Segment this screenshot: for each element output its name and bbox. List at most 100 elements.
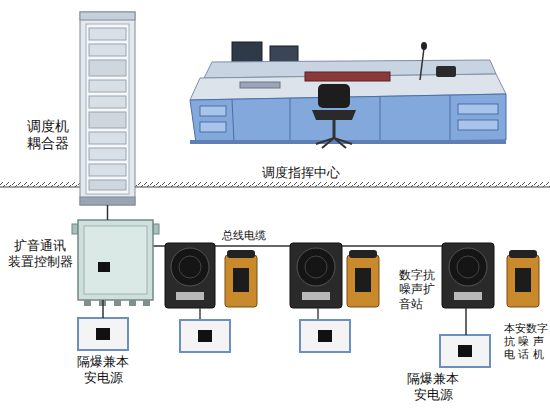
controller-node: 扩音通讯 装置控制器 — [78, 220, 153, 300]
cabinet-node: 调度机 耦合器 — [80, 12, 135, 205]
rack-module — [89, 164, 126, 176]
phone-keypad — [515, 268, 531, 292]
keyboard — [240, 82, 280, 88]
power-supply-symbol — [180, 320, 230, 352]
controller-box — [78, 220, 153, 300]
phone-keypad — [355, 268, 371, 292]
cabinet-top — [80, 12, 135, 20]
node-caption: 数字抗 噪声扩 音站 — [399, 268, 441, 311]
connector-line — [102, 300, 104, 318]
rack-module — [89, 132, 126, 144]
power-box — [300, 320, 350, 352]
drawer — [200, 106, 226, 116]
cabinet-frame — [86, 24, 129, 194]
phone-symbol — [225, 250, 257, 307]
power-supply-symbol — [440, 335, 490, 367]
power-box — [440, 335, 490, 367]
chair-stem — [333, 120, 336, 138]
speaker-grille — [179, 256, 201, 278]
microphone-head — [421, 42, 427, 50]
mount-ear — [153, 224, 159, 234]
chair-seat — [312, 110, 356, 120]
phone-symbol — [507, 250, 539, 307]
speaker-grille — [305, 256, 327, 278]
drawer — [200, 122, 226, 132]
speaker-symbol — [165, 243, 215, 308]
supply-wire — [199, 308, 201, 320]
rack-module — [89, 80, 126, 92]
rack-module — [89, 44, 126, 56]
control-panel — [305, 72, 390, 81]
power-supply-node: 隔爆兼本 安电源 — [78, 318, 128, 350]
speaker-box — [165, 243, 215, 308]
power-supply-symbol — [78, 318, 128, 350]
name-plate — [454, 292, 482, 300]
node-caption: 调度机 耦合器 — [22, 118, 74, 152]
node-caption: 隔爆兼本 安电源 — [68, 354, 138, 385]
phone-symbol — [347, 250, 379, 307]
rack-module — [89, 180, 126, 190]
speaker-symbol — [442, 243, 494, 308]
phone-body — [507, 255, 539, 307]
cable-gland — [143, 300, 150, 306]
node-caption: 隔爆兼本 安电源 — [398, 371, 468, 402]
phone-handset — [349, 250, 377, 258]
cabinet-base — [80, 197, 135, 205]
panel-divider — [232, 99, 234, 142]
chair-base — [316, 138, 352, 148]
phone-body — [225, 255, 257, 307]
speaker-node: 数字抗 噪声扩 音站 — [442, 243, 494, 308]
panel-divider — [450, 95, 451, 140]
rack-module — [89, 96, 126, 108]
speaker-grille — [171, 248, 209, 286]
supply-wire — [317, 308, 319, 320]
speaker-box — [442, 243, 494, 308]
power-supply-symbol — [300, 320, 350, 352]
name-plate — [176, 292, 204, 300]
name-plate — [302, 292, 330, 300]
rack-module — [89, 148, 126, 160]
controller-symbol — [72, 220, 159, 306]
speaker-symbol — [290, 243, 342, 308]
connector-line — [465, 308, 467, 335]
power-window — [96, 328, 110, 340]
rack-module — [89, 112, 126, 128]
cable-gland — [84, 300, 91, 306]
phone-body — [347, 255, 379, 307]
speaker-box — [290, 243, 342, 308]
phone-handset — [509, 250, 537, 258]
microphone-stem — [420, 48, 424, 80]
power-window — [318, 330, 332, 342]
power-box — [180, 320, 230, 352]
panel-divider — [380, 96, 381, 141]
panel-divider — [290, 98, 291, 141]
cable-gland — [99, 300, 106, 306]
power-window — [458, 345, 472, 357]
cable-gland — [129, 300, 136, 306]
connector-line — [107, 205, 109, 220]
speaker-grille — [297, 248, 335, 286]
drawer — [458, 104, 498, 114]
drawer — [458, 120, 498, 130]
area-label: 调度指挥中心 — [262, 165, 340, 181]
cabinet-body — [80, 12, 135, 205]
phone-node: 本安数字 抗 噪 声 电 话 机 — [507, 250, 539, 307]
cable-label: 总线电缆 — [222, 229, 266, 242]
speaker-grille — [457, 256, 479, 278]
node-caption: 本安数字 抗 噪 声 电 话 机 — [504, 322, 550, 362]
speaker-grille — [449, 248, 487, 286]
console-symbol — [190, 42, 506, 148]
power-window — [198, 330, 212, 342]
cabinet-symbol — [80, 12, 135, 205]
rack-module — [89, 60, 126, 76]
controller-display — [98, 262, 110, 272]
node-caption: 扩音通讯 装置控制器 — [4, 238, 76, 269]
desk-phone — [436, 66, 456, 77]
power-box — [78, 318, 128, 350]
cable-gland — [114, 300, 121, 306]
mount-ear — [72, 224, 78, 234]
rack-module — [89, 28, 126, 40]
controller-face — [84, 226, 147, 294]
phone-handset — [227, 250, 255, 258]
